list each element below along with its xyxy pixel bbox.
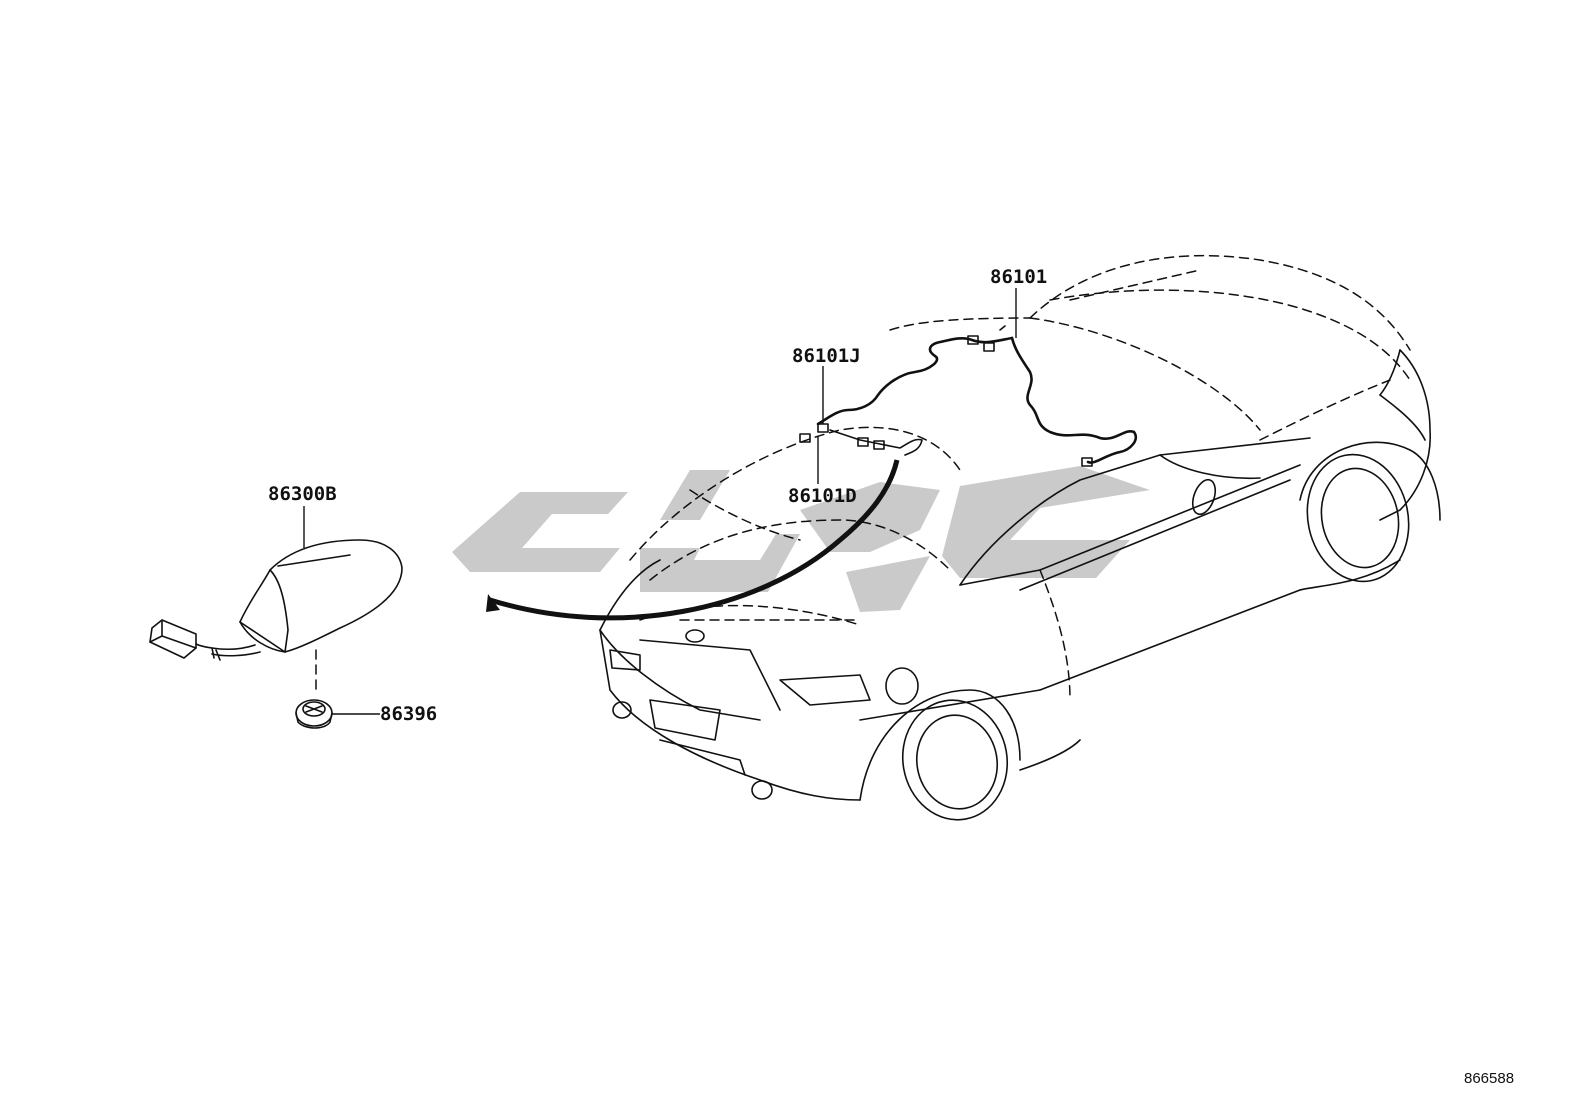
location-arrow xyxy=(489,459,900,621)
location-arrow-head xyxy=(486,594,500,612)
antenna-nut xyxy=(295,649,333,729)
leader-lines xyxy=(303,288,1017,715)
callout-86101j: 86101J xyxy=(792,345,861,367)
antenna-cord xyxy=(799,325,1138,467)
shark-fin-antenna xyxy=(149,539,403,661)
catalog-id: 866588 xyxy=(1464,1070,1514,1087)
watermark-logo xyxy=(452,466,1150,612)
callout-86101: 86101 xyxy=(990,266,1047,288)
callout-86101d: 86101D xyxy=(788,485,857,507)
car-body-outline xyxy=(599,254,1441,821)
callout-86396: 86396 xyxy=(380,703,437,725)
callout-86300b: 86300B xyxy=(268,483,337,505)
